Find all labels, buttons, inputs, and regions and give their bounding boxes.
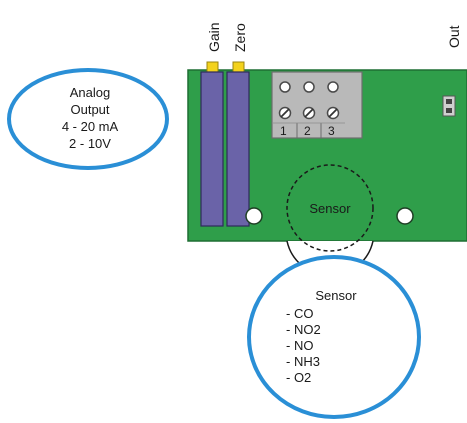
analog-output-line-2: Output	[70, 102, 109, 117]
analog-output-callout	[7, 68, 169, 170]
sensor-list-item: - NH3	[286, 354, 320, 369]
sensor-board-label: Sensor	[309, 201, 351, 216]
analog-output-line-1: Analog	[70, 85, 110, 100]
zero-pot-cap	[232, 61, 245, 73]
sensor-list-item: - NO2	[286, 322, 321, 337]
mounting-hole-right	[396, 207, 414, 225]
sensor-list-item: - NO	[286, 338, 313, 353]
sensor-dashed-outline	[286, 164, 374, 252]
out-connector	[442, 95, 456, 117]
sensor-list-callout	[247, 255, 421, 419]
zero-potentiometer	[226, 71, 250, 227]
terminal-block	[271, 71, 363, 139]
sensor-list-title: Sensor	[315, 288, 357, 303]
analog-output-line-3: 4 - 20 mA	[62, 119, 119, 134]
terminal-number-3: 3	[328, 124, 335, 138]
sensor-list-item: - CO	[286, 306, 313, 321]
zero-label: Zero	[232, 23, 248, 52]
gain-potentiometer	[200, 71, 224, 227]
gain-pot-cap	[206, 61, 219, 73]
out-label: Out	[446, 25, 462, 48]
sensor-list-item: - O2	[286, 370, 311, 385]
analog-output-line-4: 2 - 10V	[69, 136, 111, 151]
gain-label: Gain	[206, 22, 222, 52]
mounting-hole-left	[245, 207, 263, 225]
terminal-number-1: 1	[280, 124, 287, 138]
terminal-number-2: 2	[304, 124, 311, 138]
